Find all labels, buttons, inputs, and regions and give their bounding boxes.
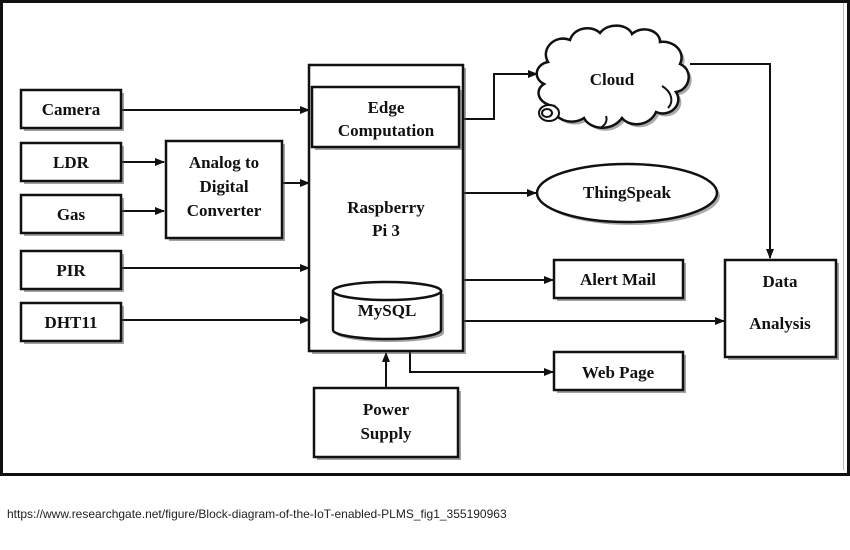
frame-inner-edge [843,3,844,470]
node-pir: PIR [19,249,124,292]
cloud-label: Cloud [590,70,635,89]
edge-edge-to-cloud [462,70,538,120]
edge-cloud-to-analysis [690,63,774,259]
node-alert-mail: Alert Mail [552,258,686,301]
power-label-1: Power [363,400,410,419]
web-page-label: Web Page [582,363,655,382]
node-cloud: Cloud [535,24,692,131]
rpi-label-1: Raspberry [347,198,425,217]
node-camera: Camera [19,88,124,131]
dht11-label: DHT11 [45,313,98,332]
node-mysql: MySQL [331,280,444,342]
node-web-page: Web Page [552,350,686,393]
alert-mail-label: Alert Mail [580,270,656,289]
node-thingspeak: ThingSpeak [535,162,720,225]
data-analysis-label-2: Analysis [749,314,811,333]
mysql-label: MySQL [358,301,417,320]
adc-label-3: Converter [187,201,262,220]
thingspeak-label: ThingSpeak [583,183,671,202]
source-url-caption: https://www.researchgate.net/figure/Bloc… [7,507,507,521]
adc-label-2: Digital [199,177,248,196]
node-gas: Gas [19,193,124,236]
edge-label-2: Computation [338,121,435,140]
edge-label-1: Edge [368,98,405,117]
camera-label: Camera [42,100,101,119]
node-power-supply: Power Supply [312,386,461,460]
diagram-frame [0,0,850,476]
block-diagram: Camera LDR Gas PIR DHT11 Analog to Digit… [19,24,839,460]
gas-label: Gas [57,205,86,224]
node-ldr: LDR [19,141,124,184]
ldr-label: LDR [53,153,90,172]
node-adc: Analog to Digital Converter [164,139,285,241]
data-analysis-label-1: Data [763,272,798,291]
mysql-cylinder-icon [331,291,443,341]
pir-label: PIR [56,261,86,280]
adc-label-1: Analog to [189,153,259,172]
rpi-label-2: Pi 3 [372,221,400,240]
node-dht11: DHT11 [19,301,124,344]
node-data-analysis: Data Analysis [723,258,839,360]
connections [121,63,774,387]
power-label-2: Supply [360,424,412,443]
node-edge-computation: Edge Computation [310,85,462,150]
